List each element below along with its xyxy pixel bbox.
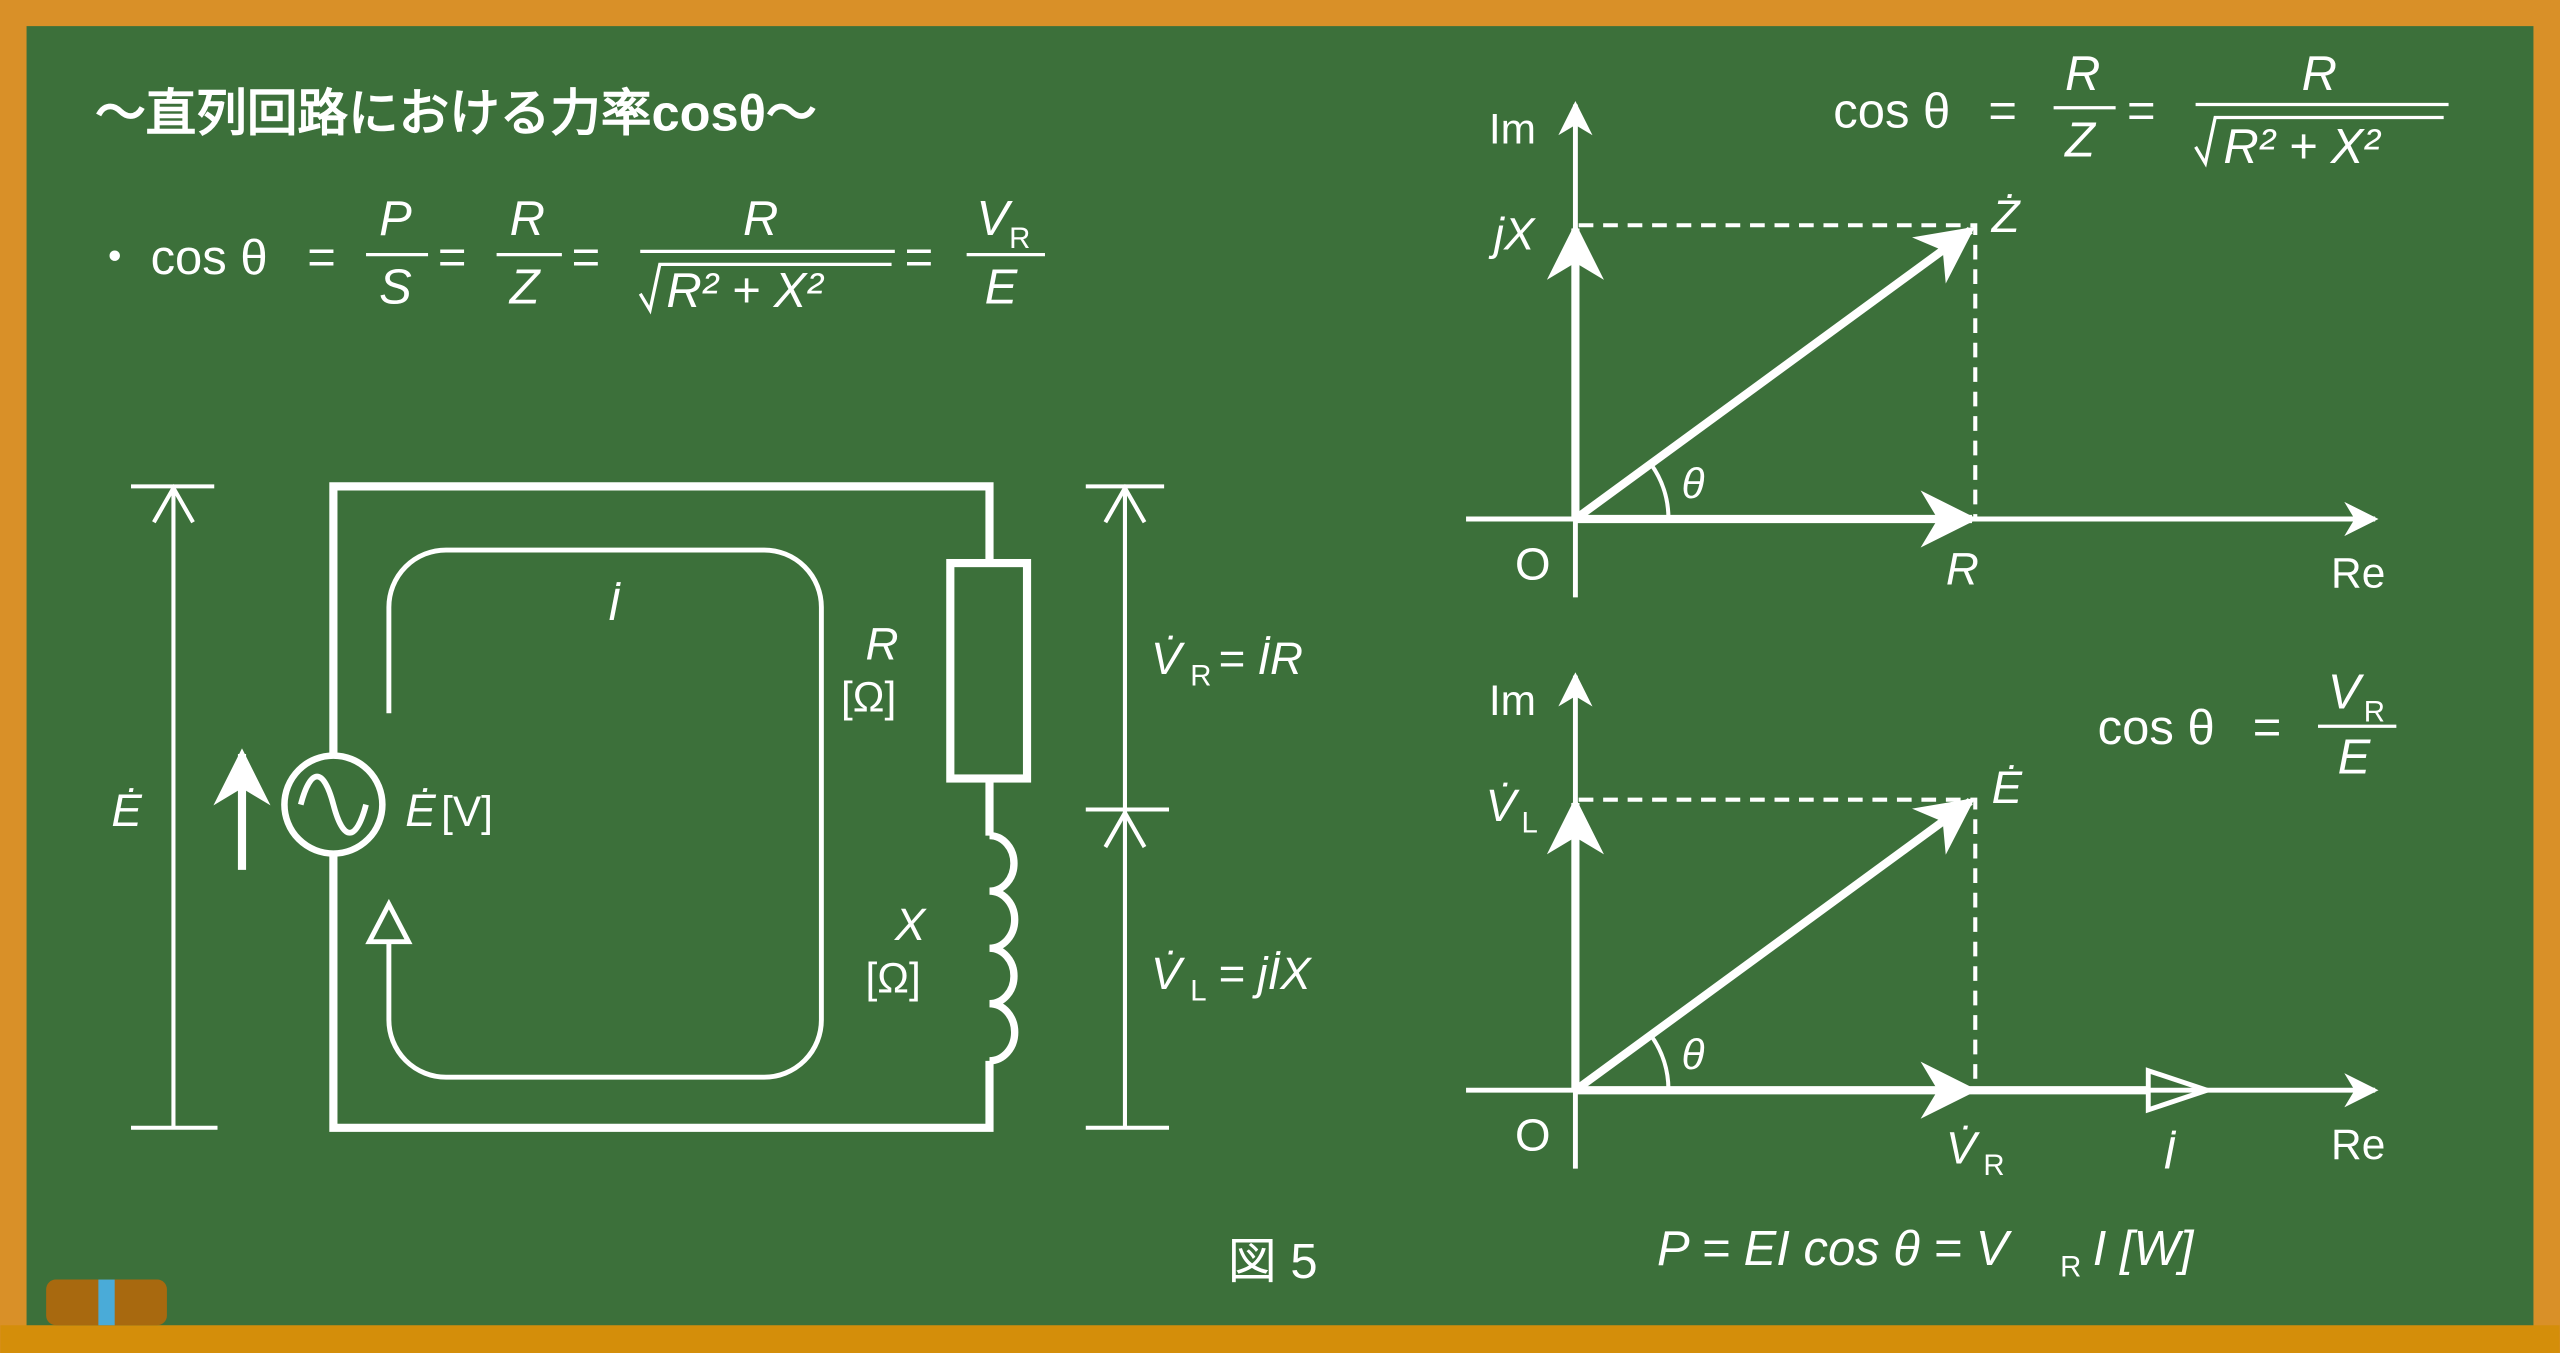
svg-text:R: R <box>743 192 778 246</box>
svg-text:・: ・ <box>90 231 139 285</box>
svg-text:O: O <box>1515 1110 1551 1161</box>
svg-text:=: = <box>2253 701 2282 755</box>
svg-text:Re: Re <box>2331 1121 2385 1168</box>
svg-text:L: L <box>1190 974 1206 1007</box>
inductor-icon <box>989 831 1019 1065</box>
svg-text:E: E <box>985 261 1019 315</box>
svg-text:L: L <box>1522 806 1538 839</box>
svg-text:cos θ: cos θ <box>1833 84 1950 138</box>
svg-text:I [W]: I [W] <box>2093 1222 2195 1276</box>
svg-text:[Ω]: [Ω] <box>841 674 896 721</box>
svg-text:R: R <box>1983 1149 2004 1182</box>
svg-text:=: = <box>307 231 336 285</box>
svg-text:R: R <box>1009 222 1030 255</box>
svg-text:V̇: V̇ <box>1486 780 1521 831</box>
svg-text:P: P <box>379 192 412 246</box>
svg-text:R: R <box>2065 47 2100 101</box>
svg-text:E: E <box>2338 731 2372 785</box>
circuit: Ė Ė [V] İ R [Ω] X [Ω] V̇ R = İR V̇ L = j… <box>111 482 1312 1132</box>
svg-text:Z: Z <box>509 261 542 315</box>
svg-text:cos θ: cos θ <box>151 231 268 285</box>
svg-text:Im: Im <box>1489 106 1536 153</box>
svg-text:=: = <box>2127 84 2156 138</box>
impedance-formula: cos θ = R Z = R R² + X² <box>1833 47 2449 174</box>
power-formula: P = EI cos θ = V R I [W] <box>1657 1222 2195 1283</box>
svg-text:=: = <box>438 231 467 285</box>
current-arrow-icon <box>365 898 413 945</box>
svg-text:X: X <box>894 899 927 950</box>
vl-equation: V̇ L = jİX <box>1151 948 1312 1007</box>
figure-label: 図 5 <box>1228 1235 1318 1289</box>
svg-text:= İR: = İR <box>1218 633 1303 684</box>
svg-text:İ: İ <box>2163 1128 2177 1179</box>
svg-text:Ė: Ė <box>1992 762 2023 813</box>
e-vector <box>1572 797 1975 1094</box>
source-voltage-dimension <box>131 483 218 1130</box>
svg-text:[Ω]: [Ω] <box>865 954 920 1001</box>
eraser-icon[interactable] <box>46 1279 167 1326</box>
svg-text:R: R <box>1190 659 1211 692</box>
svg-text:θ: θ <box>1681 460 1704 507</box>
frame-bottom-ledge <box>0 1325 2560 1353</box>
svg-text:Ė: Ė <box>405 785 436 836</box>
title: 〜直列回路における力率cosθ〜 <box>95 85 816 142</box>
circuit-wire <box>329 482 994 1132</box>
svg-text:R: R <box>2302 47 2337 101</box>
svg-text:V̇: V̇ <box>1946 1123 1981 1174</box>
svg-text:=: = <box>572 231 601 285</box>
vr-equation: V̇ R = İR <box>1151 633 1303 692</box>
svg-text:=: = <box>905 231 934 285</box>
svg-text:P = EI cos θ = V: P = EI cos θ = V <box>1657 1222 2013 1276</box>
svg-text:O: O <box>1515 538 1551 589</box>
svg-text:Z: Z <box>2064 114 2097 168</box>
svg-text:R: R <box>2060 1250 2081 1283</box>
ac-source-icon <box>281 752 386 857</box>
current-arrow-icon <box>2145 1067 2215 1114</box>
svg-text:Re: Re <box>2331 550 2385 597</box>
svg-text:jX: jX <box>1488 209 1536 260</box>
svg-text:İ: İ <box>608 579 622 630</box>
svg-text:= jİX: = jİX <box>1218 948 1312 999</box>
svg-text:R: R <box>2364 695 2385 728</box>
svg-text:R: R <box>510 192 545 246</box>
impedance-phasor-diagram: θ Im jX O R Re Ż cos θ = R Z = R R² + X² <box>1466 47 2449 598</box>
svg-text:Im: Im <box>1489 677 1536 724</box>
svg-text:V: V <box>2328 665 2365 719</box>
svg-text:V̇: V̇ <box>1151 948 1186 999</box>
svg-text:R² + X²: R² + X² <box>2223 120 2381 174</box>
svg-text:V̇: V̇ <box>1151 633 1186 684</box>
main-formula: ・ cos θ = P S = R Z = R R² + X² = V R E <box>90 192 1045 318</box>
svg-text:V: V <box>976 192 1013 246</box>
svg-text:R: R <box>1946 543 1979 594</box>
voltage-formula: cos θ = V R E <box>2098 665 2397 785</box>
svg-text:R: R <box>865 618 898 669</box>
z-vector <box>1572 226 1975 523</box>
board-surface <box>26 26 2534 1326</box>
svg-text:R² + X²: R² + X² <box>666 264 824 318</box>
resistor-icon <box>946 558 1032 783</box>
svg-text:Ż: Ż <box>1991 191 2022 242</box>
voltage-phasor-diagram: θ Im V̇ L O V̇ R İ Re Ė cos θ = V R E <box>1466 665 2397 1182</box>
svg-text:S: S <box>379 261 412 315</box>
svg-text:cos θ: cos θ <box>2098 701 2215 755</box>
svg-text:[V]: [V] <box>441 788 493 835</box>
svg-text:=: = <box>1988 84 2017 138</box>
current-loop <box>386 547 824 1080</box>
component-voltage-dimension <box>1085 483 1170 1130</box>
svg-text:θ: θ <box>1681 1031 1704 1078</box>
svg-text:Ė: Ė <box>111 785 142 836</box>
